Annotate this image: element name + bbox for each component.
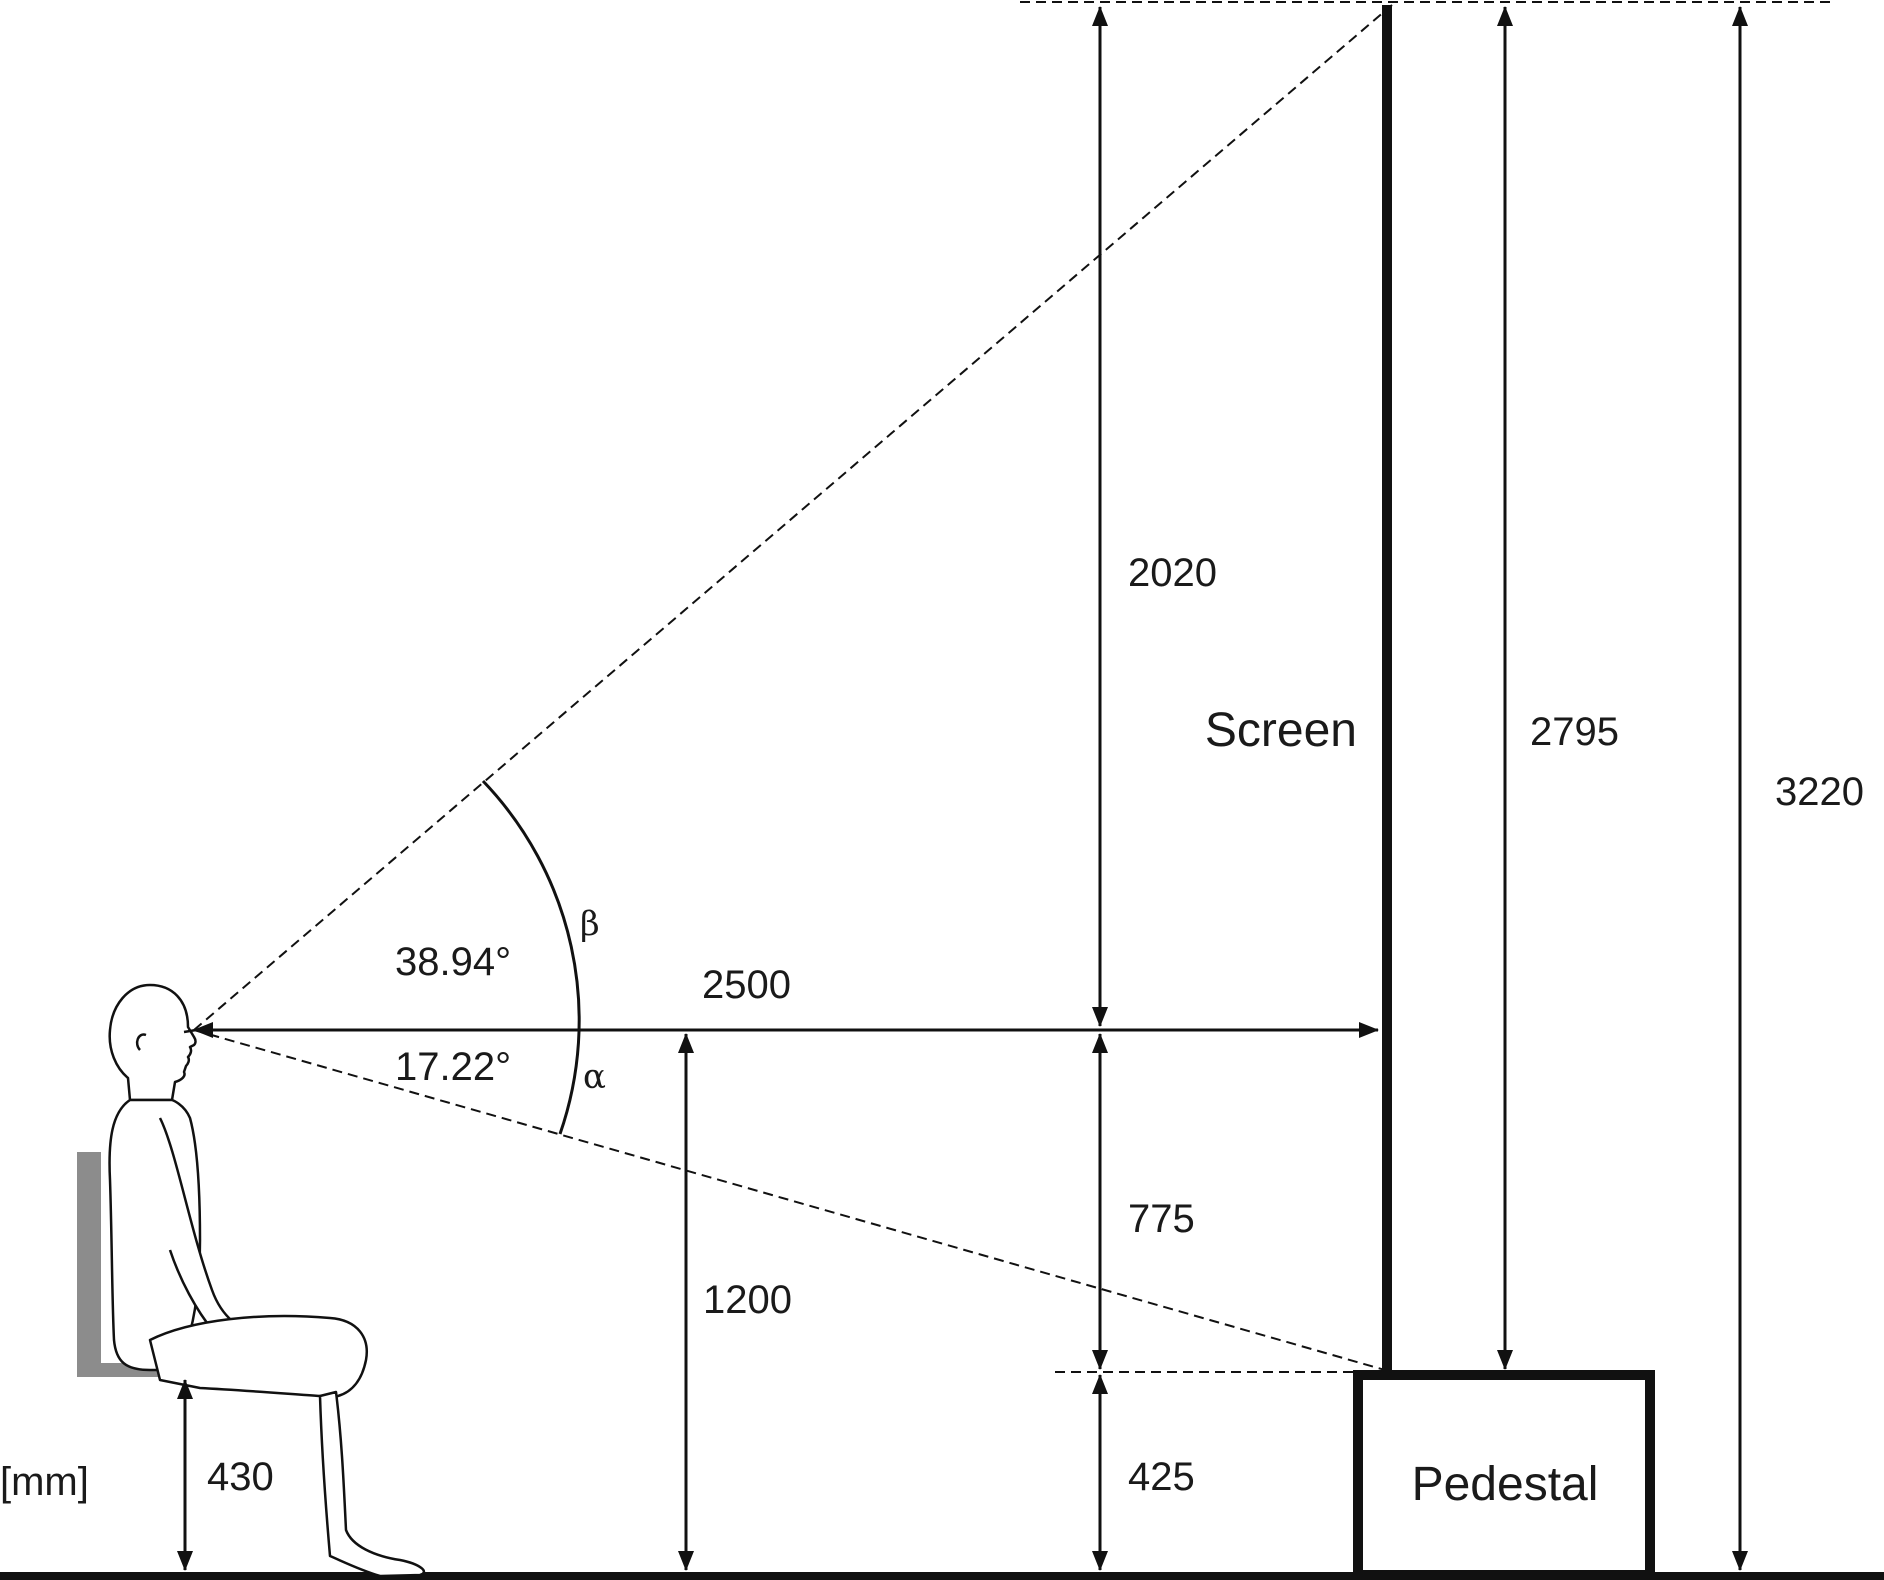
screen-height-label: 2795: [1530, 710, 1619, 754]
upper-angle-value: 38.94°: [395, 940, 511, 984]
eye-above-pedestal-label: 775: [1128, 1197, 1195, 1241]
upper-sight-line: [193, 4, 1393, 1031]
screen-top-above-eye-label: 2020: [1128, 551, 1217, 595]
pedestal-label: Pedestal: [1412, 1458, 1599, 1511]
seat-height-label: 430: [207, 1455, 274, 1499]
unit-label: [mm]: [0, 1460, 89, 1504]
pedestal-box: [1353, 1370, 1655, 1580]
seated-person-figure: [108, 983, 426, 1578]
screen-label: Screen: [1205, 704, 1357, 757]
lower-angle-value: 17.22°: [395, 1045, 511, 1089]
eye-height-label: 1200: [703, 1278, 792, 1322]
viewing-angle-arc: [481, 779, 581, 1135]
eye-to-screen-distance-label: 2500: [702, 963, 791, 1007]
beta-symbol: β: [580, 904, 600, 944]
pedestal-height-label: 425: [1128, 1455, 1195, 1499]
floor-line: [0, 1572, 1884, 1580]
lower-sight-line: [193, 1029, 1393, 1373]
total-height-label: 3220: [1775, 770, 1864, 814]
alpha-symbol: α: [583, 1057, 606, 1097]
screen-panel: [1382, 5, 1392, 1372]
